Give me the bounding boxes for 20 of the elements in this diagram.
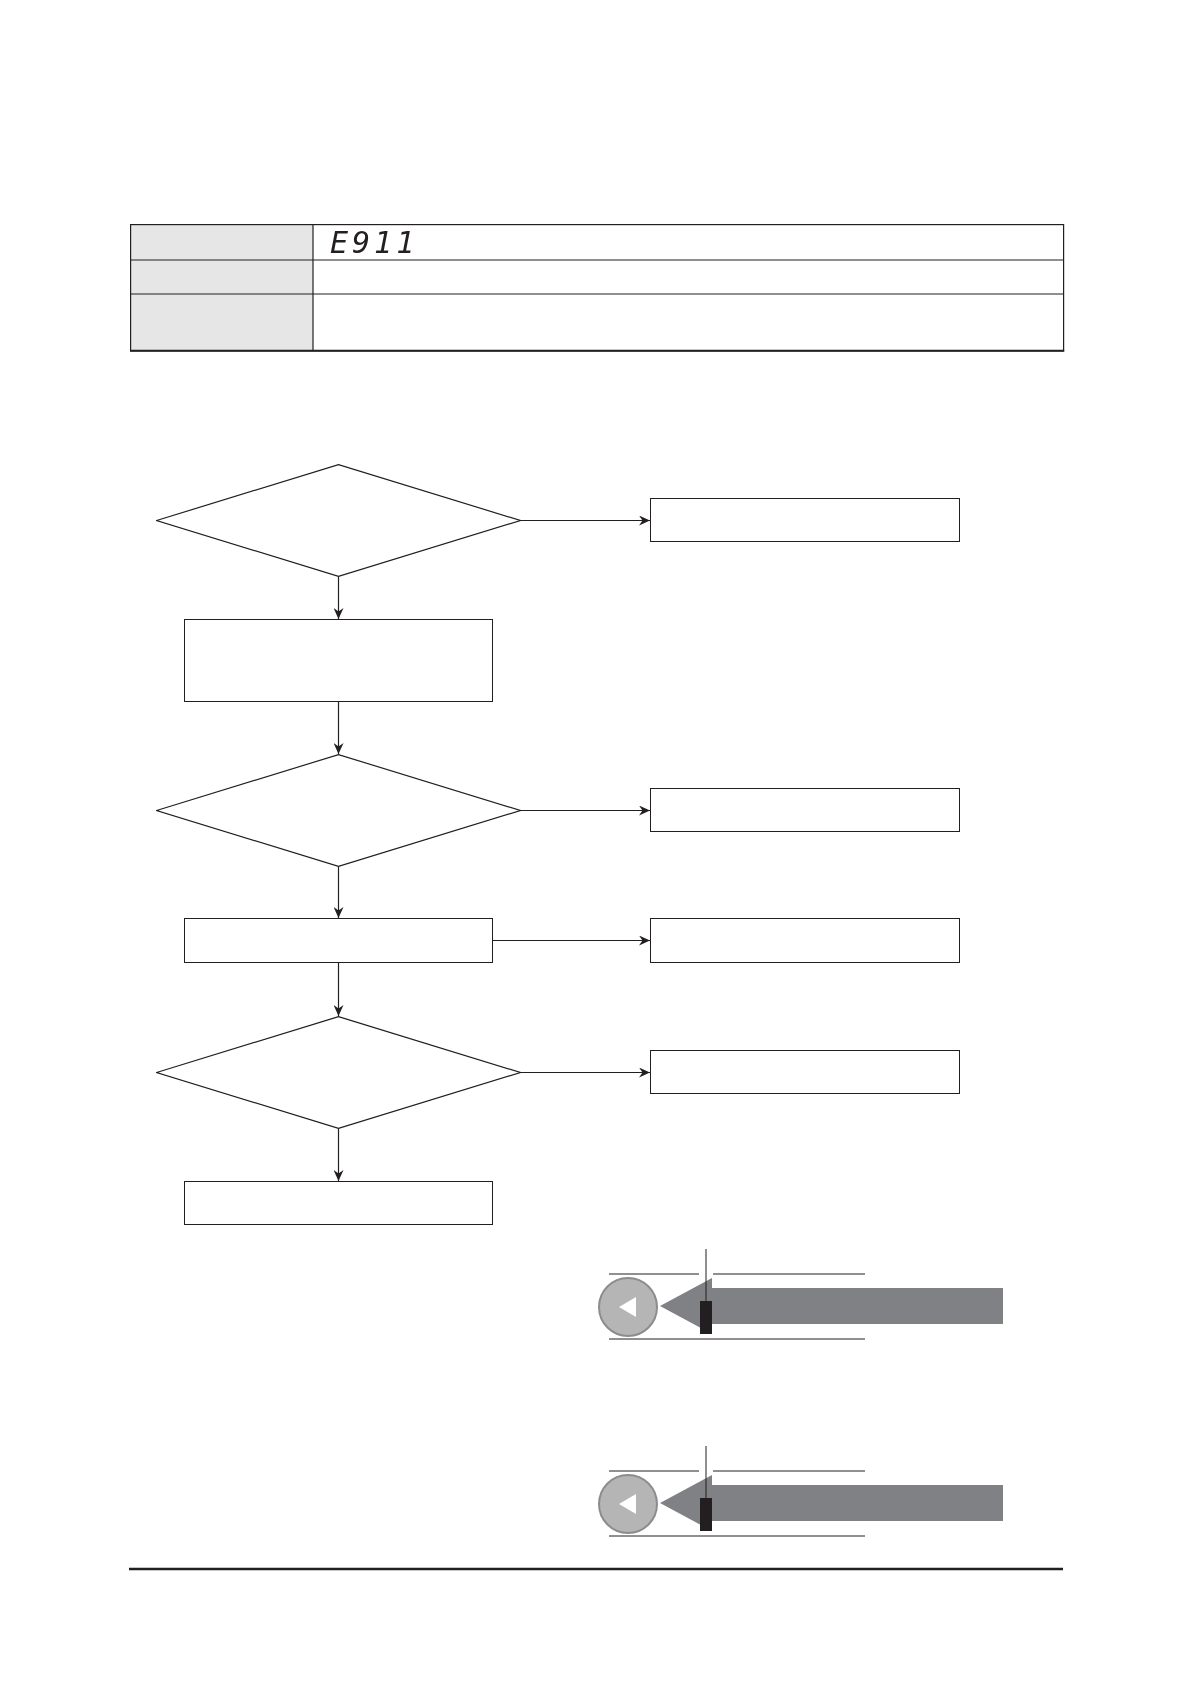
arrow [492,935,651,946]
process-box [650,1050,960,1094]
arrow [333,962,344,1017]
process-box [184,1181,493,1225]
arrow [520,1067,651,1078]
arrow [333,1128,344,1182]
process-box [650,788,960,832]
process-box [184,619,493,702]
decision-diamond [156,1016,521,1129]
process-box [650,498,960,542]
arrow [520,515,651,526]
decision-diamond [156,464,521,577]
process-box [650,918,960,963]
process-box [184,918,493,963]
arrow [333,576,344,620]
arrow [333,701,344,755]
arrow [333,866,344,919]
decision-diamond [156,754,521,867]
arrow [520,805,651,816]
error-code: E911 [330,228,419,258]
